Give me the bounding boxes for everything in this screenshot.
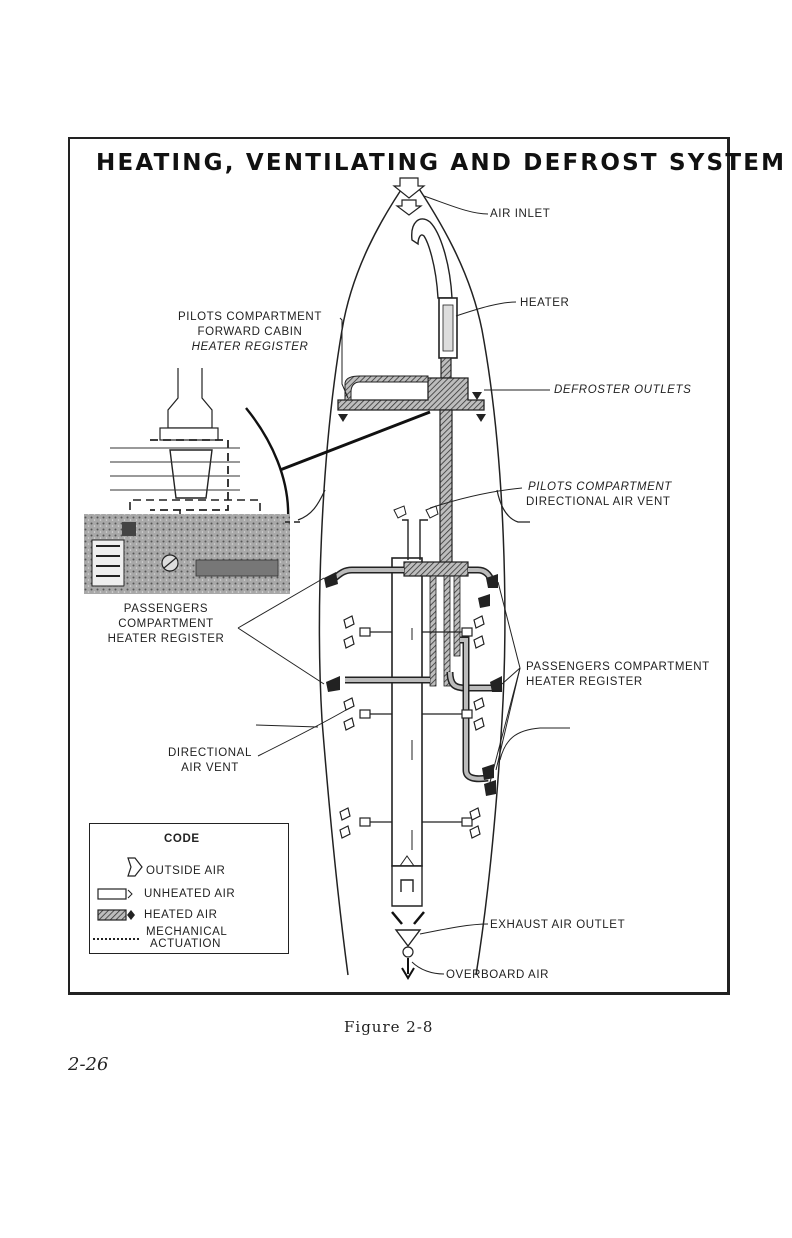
- heater-register-icon: [482, 764, 494, 780]
- unheated-plenum: [391, 557, 423, 867]
- heater-core: [442, 304, 454, 352]
- defroster-outlet-right-icon: [476, 414, 486, 422]
- heater-label: HEATER: [520, 297, 570, 309]
- defroster-outlet-right-2-icon: [472, 392, 482, 400]
- heater-register-icon: [486, 574, 498, 588]
- passenger-vents: [339, 615, 485, 839]
- aft-box: [391, 865, 423, 907]
- wing-left: [297, 489, 326, 521]
- legend-item-heated-air: HEATED AIR: [144, 909, 218, 921]
- wing-right: [496, 489, 530, 523]
- heated-duct-aft-right-fill: [460, 638, 489, 781]
- pilots-vent-label: PILOTS COMPARTMENT DIRECTIONAL AIR VENT: [526, 481, 672, 508]
- pilots-vent-duct-left: [402, 519, 409, 560]
- unheated-air-duct-icon: [97, 888, 127, 900]
- legend-item-outside-air: OUTSIDE AIR: [146, 865, 226, 877]
- tail-left: [255, 724, 319, 728]
- legend-title: CODE: [164, 833, 200, 845]
- inlet-duct: [411, 218, 453, 299]
- figure-caption: Figure 2-8: [344, 1018, 434, 1036]
- heater-register-inset: [84, 368, 300, 594]
- heated-cross-duct: [403, 561, 469, 577]
- heated-riser-3: [453, 575, 461, 657]
- pilots-vent-duct-right: [419, 519, 428, 560]
- exhaust-intake-arrow-icon-2: [413, 911, 425, 925]
- defroster-outlet-left-icon: [338, 414, 348, 422]
- heated-riser-2: [443, 575, 451, 687]
- fuselage-outline-right: [411, 177, 506, 976]
- defroster-duct-left: [344, 375, 429, 401]
- heater-register-icon: [490, 676, 502, 692]
- register-pointer-line: [279, 410, 431, 472]
- exhaust-valve: [402, 946, 414, 958]
- air-inlet-label: AIR INLET: [490, 208, 551, 220]
- overboard-air-label: OVERBOARD AIR: [446, 969, 550, 981]
- heater-outlet: [440, 357, 452, 379]
- main-heated-duct: [439, 409, 453, 571]
- heated-air-duct-icon: [97, 909, 127, 921]
- heated-air-arrow-icon: [127, 910, 135, 920]
- heated-riser-1: [429, 575, 437, 687]
- directional-air-vent-label: DIRECTIONAL AIR VENT: [168, 747, 252, 774]
- aft-box-detail: [400, 879, 414, 892]
- overboard-arrow-icon: [401, 958, 415, 980]
- exhaust-air-outlet-label: EXHAUST AIR OUTLET: [490, 919, 626, 931]
- exhaust-intake-arrow-icon: [391, 911, 403, 925]
- defroster-outlets-label: DEFROSTER OUTLETS: [554, 384, 692, 396]
- pilots-register-label: PILOTS COMPARTMENT FORWARD CABIN HEATER …: [178, 311, 322, 353]
- exhaust-air-outlet: [394, 929, 422, 948]
- fan-arrow-icon: [399, 855, 415, 867]
- fuselage-outline: [318, 177, 410, 976]
- legend-item-unheated-air: UNHEATED AIR: [144, 888, 236, 900]
- page-number: 2-26: [68, 1054, 109, 1075]
- register-bracket: [245, 407, 290, 521]
- tail-right: [499, 727, 570, 761]
- outside-air-arrow-icon: [127, 857, 143, 877]
- heater-register-icon: [484, 780, 496, 796]
- heater-register-icon: [324, 572, 338, 588]
- passengers-register-left-label: PASSENGERS COMPARTMENT HEATER REGISTER: [107, 603, 225, 645]
- directional-air-vent-icon: [393, 505, 407, 519]
- legend-item-mechanical-actuation: MECHANICAL ACTUATION: [146, 926, 228, 950]
- air-inlet-arrow-icon-2: [395, 199, 423, 216]
- unheated-air-arrow-icon: [127, 889, 133, 899]
- air-inlet-arrow-icon: [392, 177, 426, 199]
- heater-register-icon: [326, 676, 340, 692]
- defroster-manifold: [337, 377, 485, 411]
- figure-frame: [68, 137, 730, 995]
- legend-box: CODE OUTSIDE AIR UNHEATED AIR HEATED AIR…: [89, 823, 289, 954]
- page-title: HEATING, VENTILATING AND DEFROST SYSTEM: [96, 150, 787, 176]
- heater-register-icon: [478, 594, 490, 608]
- passengers-register-right-label: PASSENGERS COMPARTMENT HEATER REGISTER: [526, 661, 710, 688]
